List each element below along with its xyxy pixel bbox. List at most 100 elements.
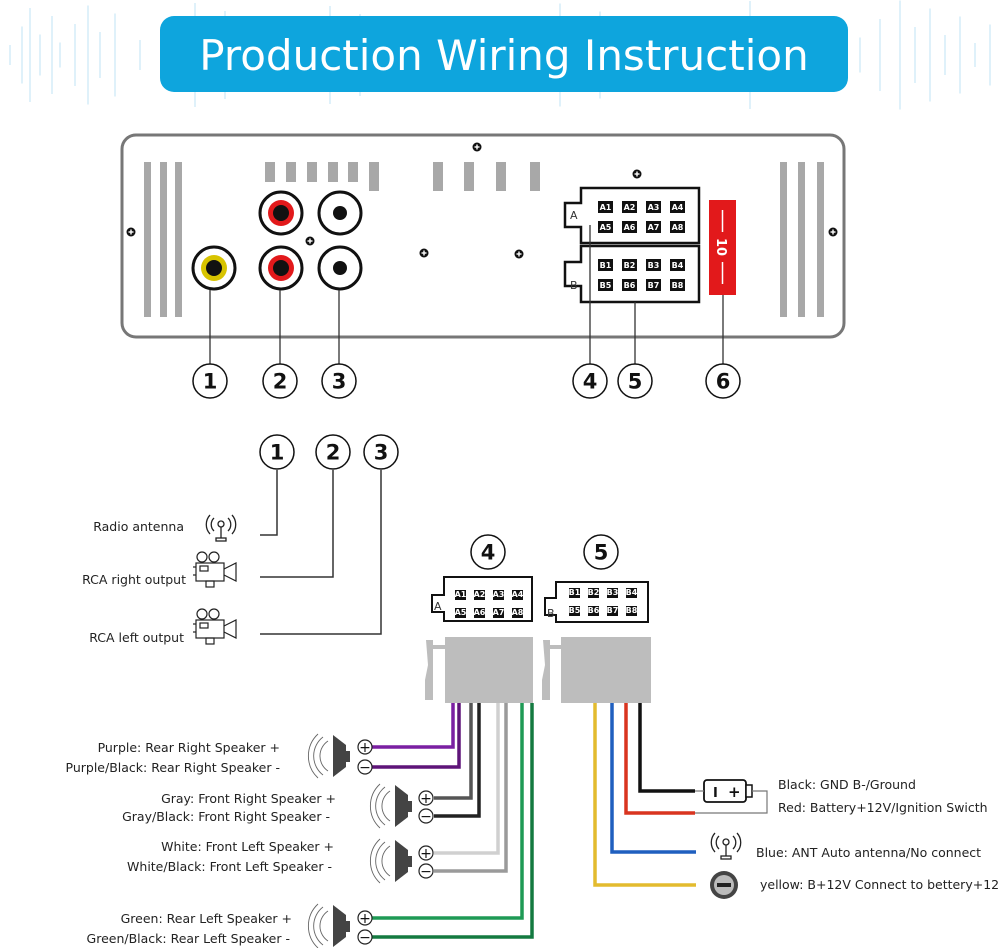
- right-vent: [780, 162, 824, 317]
- wire-purple-black: [372, 703, 461, 769]
- minus-terminal: −: [357, 929, 373, 946]
- title-banner: Production Wiring Instruction: [160, 16, 848, 92]
- callout-2: 2: [262, 363, 298, 399]
- pin-box: [598, 221, 613, 233]
- callout-number: 1: [203, 370, 218, 394]
- pin-label: A1: [455, 590, 467, 599]
- pin-box: [474, 608, 485, 618]
- pin-label: B2: [624, 261, 636, 270]
- pin-label: A2: [624, 203, 636, 212]
- pin-box: [455, 608, 466, 618]
- pin-label: A1: [600, 203, 612, 212]
- pin-label: A5: [455, 608, 467, 617]
- speaker-labels: Purple: Rear Right Speaker + Purple/Blac…: [66, 740, 337, 946]
- speaker-icon: [308, 733, 350, 779]
- left-vent: [144, 162, 182, 317]
- battery-icon: I +: [695, 779, 768, 814]
- speaker-icon: [308, 903, 350, 948]
- antenna-icon: [205, 514, 237, 542]
- pin-box: [588, 606, 599, 616]
- callout-number: 3: [374, 441, 389, 465]
- pin-box: [622, 201, 637, 213]
- leader-3: [260, 470, 382, 635]
- output-label-antenna: Radio antenna: [93, 519, 184, 534]
- callout-number: 1: [270, 441, 285, 465]
- pin-label: A8: [512, 608, 524, 617]
- pin-label: B1: [569, 588, 581, 597]
- terminal-symbol: +: [420, 791, 432, 807]
- pin-box: [646, 221, 661, 233]
- pin-box: [622, 221, 637, 233]
- screw-icon: [126, 227, 136, 237]
- speaker-label: Green/Black: Rear Left Speaker -: [87, 931, 290, 946]
- ignition-key-icon: [710, 871, 738, 899]
- harness-b-letter: B: [547, 607, 555, 620]
- battery-plus: +: [728, 783, 741, 801]
- speaker-icon: [370, 783, 412, 829]
- pin-box: [622, 259, 637, 271]
- page-title: Production Wiring Instruction: [199, 31, 808, 80]
- speaker-label: Purple/Black: Rear Right Speaker -: [66, 760, 281, 775]
- minus-terminal: −: [357, 759, 373, 776]
- speaker-icon: [370, 838, 412, 884]
- callout-5: 5: [583, 534, 619, 570]
- pin-label: B6: [588, 606, 600, 615]
- pin-label: B5: [569, 606, 581, 615]
- pin-label: B8: [672, 281, 684, 290]
- speaker-label: White/Black: Front Left Speaker -: [127, 859, 332, 874]
- callout-3: 3: [321, 363, 357, 399]
- pin-box: [512, 590, 523, 600]
- wire-purple: [372, 703, 455, 749]
- connector-4-plug: [445, 637, 533, 703]
- pin-label: B2: [588, 588, 600, 597]
- wires: [372, 703, 696, 939]
- callout-number: 6: [716, 370, 731, 394]
- callout-3: 3: [363, 434, 399, 470]
- pin-box: [474, 590, 485, 600]
- top-slots: [265, 162, 540, 191]
- speaker-label: White: Front Left Speaker +: [161, 839, 334, 854]
- callout-numbers: 1 2 3 4 5 6: [192, 363, 741, 399]
- pin-label: B4: [626, 588, 638, 597]
- callout-2: 2: [315, 434, 351, 470]
- minus-terminal: −: [418, 808, 434, 825]
- callout-4: 4: [572, 363, 608, 399]
- pin-box: [646, 279, 661, 291]
- wire-gray: [434, 703, 473, 800]
- terminal-symbol: +: [420, 846, 432, 862]
- callout-5: 5: [617, 363, 653, 399]
- pin-box: [607, 588, 618, 598]
- power-label-ground: Black: GND B-/Ground: [778, 777, 916, 792]
- callout-number: 5: [628, 370, 643, 394]
- fuse: 10: [709, 200, 736, 295]
- callout-6: 6: [705, 363, 741, 399]
- connector-b-letter: B: [570, 279, 578, 292]
- callout-1: 1: [192, 363, 228, 399]
- output-label-rca-left: RCA left output: [89, 630, 184, 645]
- pin-box: [598, 201, 613, 213]
- wire-white-black: [434, 703, 508, 873]
- terminal-symbol: −: [359, 760, 371, 776]
- plus-terminal: +: [357, 910, 373, 927]
- pin-box: [670, 259, 685, 271]
- wire-black: [638, 703, 695, 793]
- wire-green-black: [372, 703, 534, 939]
- pin-box: [493, 590, 504, 600]
- pin-box: [670, 279, 685, 291]
- screw-icon: [305, 236, 315, 246]
- callout-1: 1: [259, 434, 295, 470]
- rca-jack-red-top: [258, 190, 304, 236]
- connector-a-letter: A: [570, 209, 578, 222]
- battery-minus: I: [713, 786, 718, 801]
- callout-number: 2: [273, 370, 288, 394]
- pin-box: [598, 279, 613, 291]
- plus-terminal: +: [418, 790, 434, 807]
- callout-number: 4: [583, 370, 598, 394]
- pin-box: [569, 588, 580, 598]
